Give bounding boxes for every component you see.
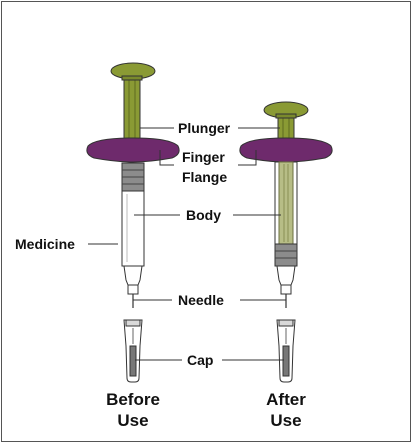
- label-body: Body: [186, 207, 221, 223]
- label-medicine: Medicine: [15, 236, 75, 252]
- cap-after: [276, 319, 296, 383]
- label-finger-flange-line1: Finger: [182, 149, 225, 165]
- cap-before: [123, 319, 143, 383]
- finger-flange-after: [239, 137, 333, 163]
- barrel-body-before: [121, 190, 145, 267]
- label-needle: Needle: [178, 292, 224, 308]
- label-finger-flange-line2: Flange: [182, 169, 227, 185]
- syringe-after-use: [239, 101, 333, 383]
- syringe-before-use: [86, 62, 180, 383]
- rubber-stopper-after: [274, 243, 298, 267]
- leader-lines: [88, 127, 286, 361]
- rubber-stopper-before: [121, 162, 145, 192]
- finger-flange-before: [86, 137, 180, 163]
- plunger-before: [110, 62, 156, 147]
- caption-before-line1: Before: [106, 390, 160, 409]
- caption-before-line2: Use: [117, 411, 148, 430]
- label-cap: Cap: [187, 352, 213, 368]
- caption-after-line1: After: [266, 390, 306, 409]
- plunger-after: [263, 101, 309, 149]
- label-plunger: Plunger: [178, 120, 231, 136]
- caption-after-line2: Use: [270, 411, 301, 430]
